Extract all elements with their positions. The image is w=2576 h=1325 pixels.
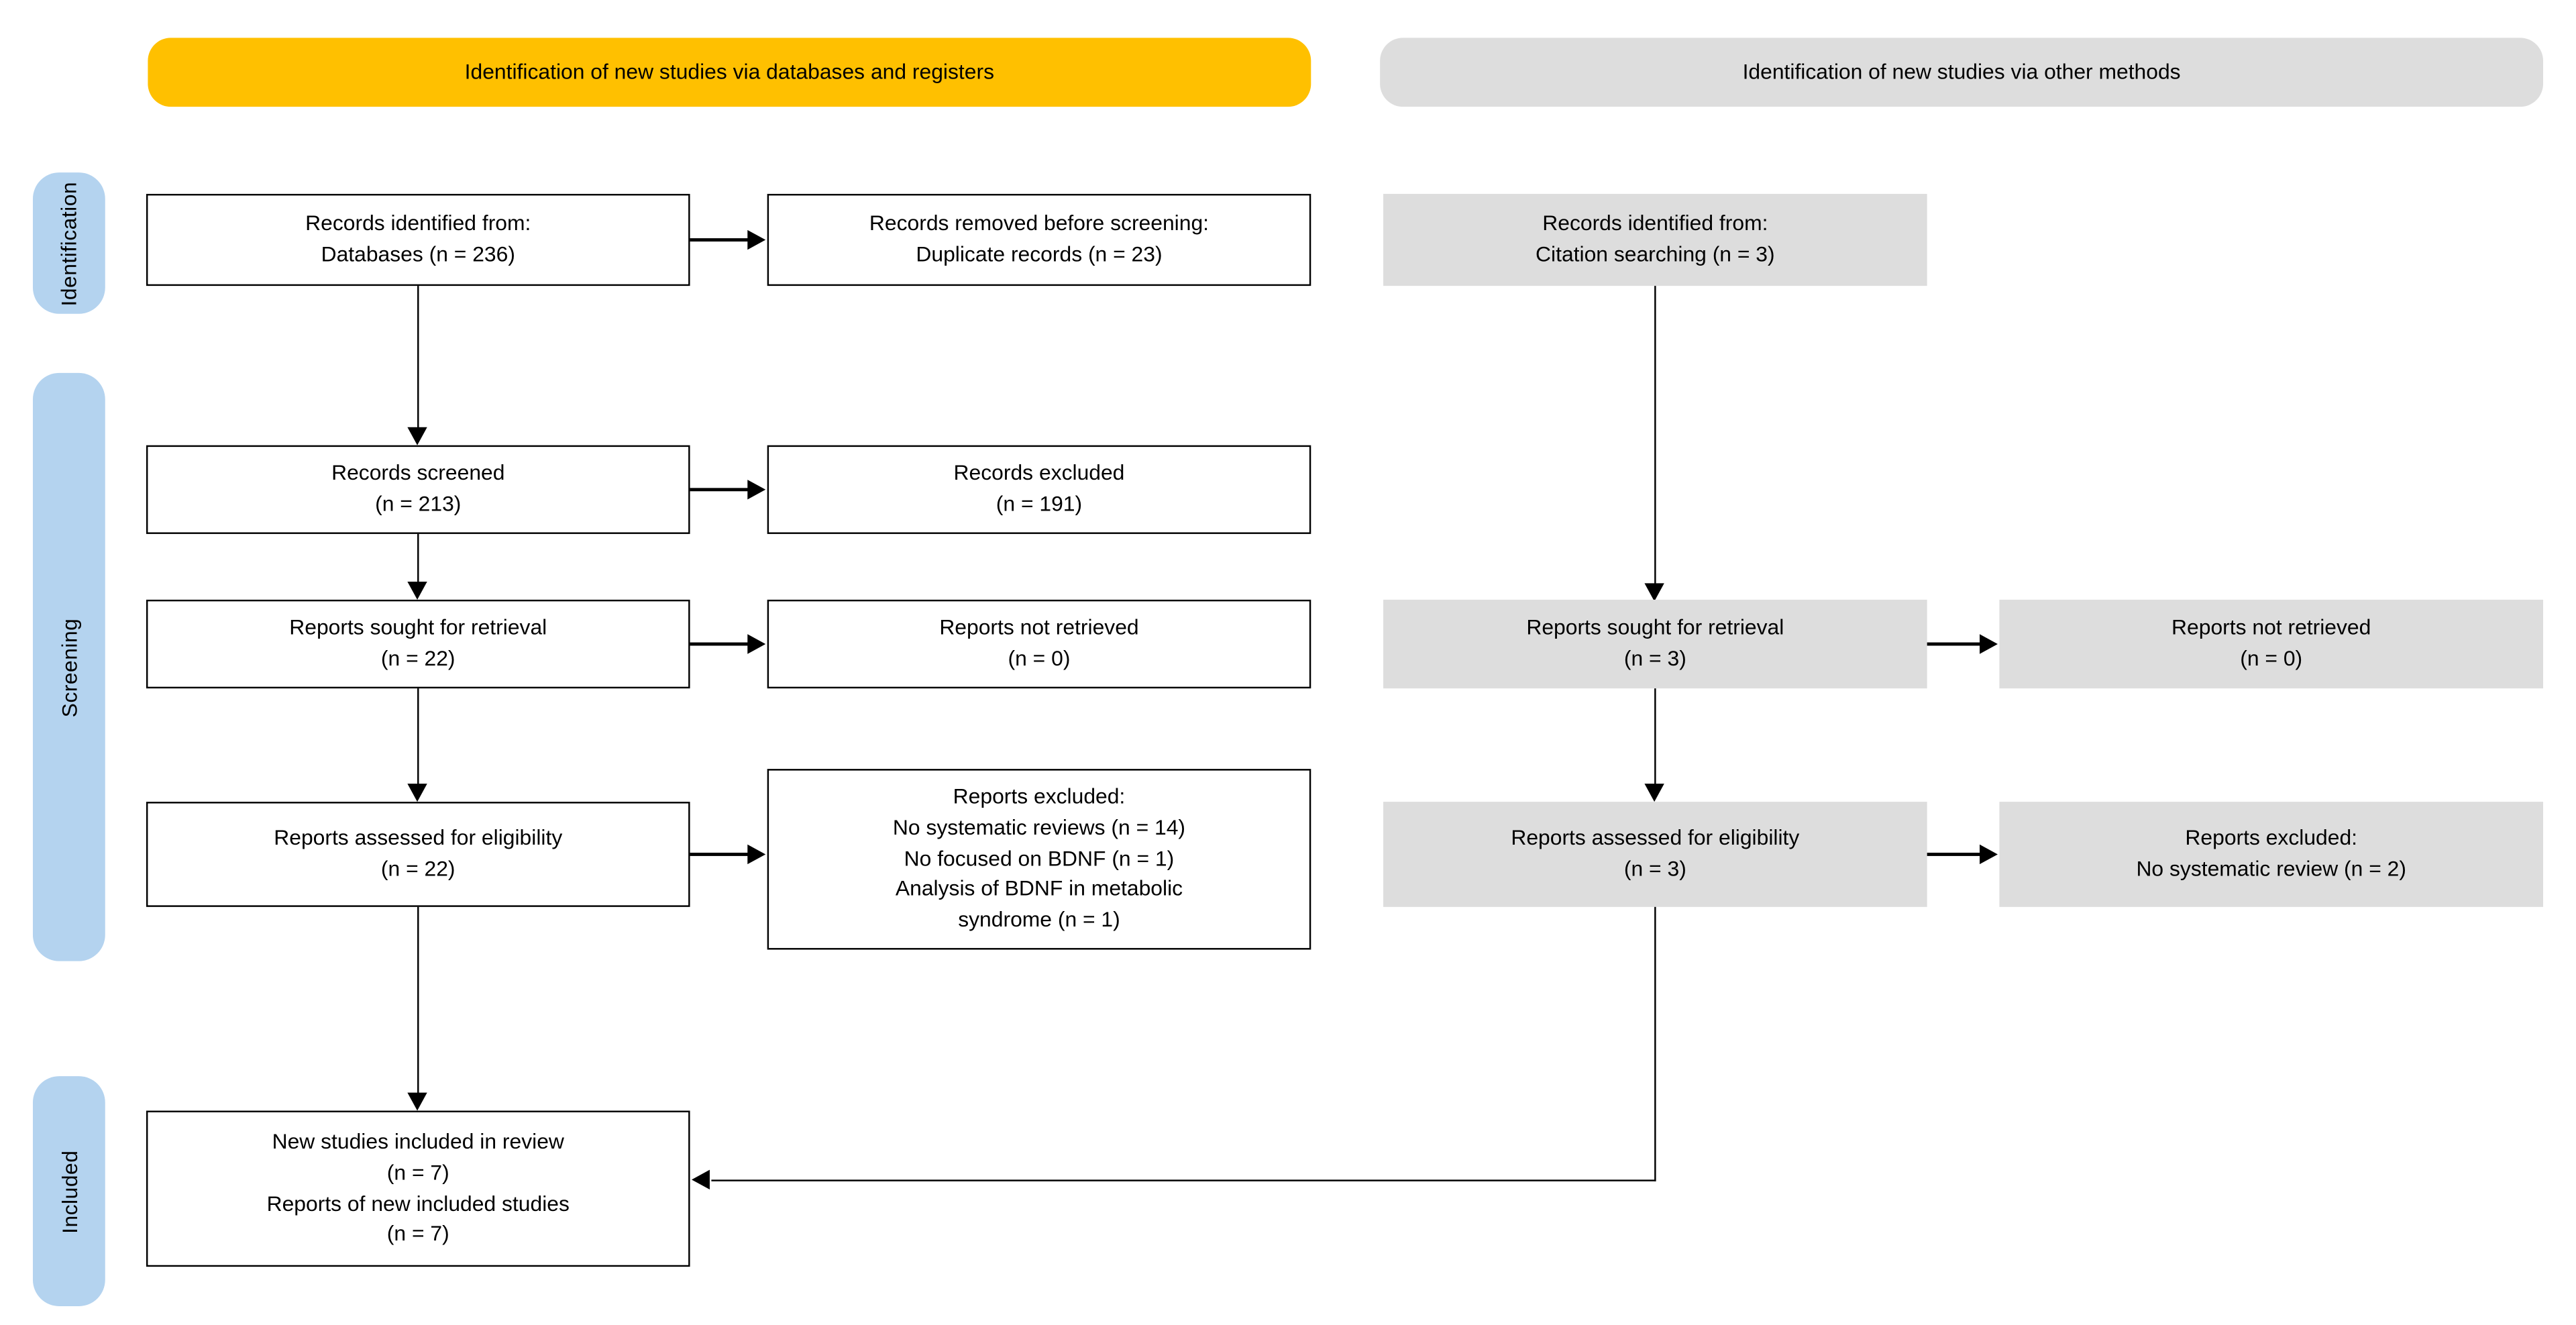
- box-records-excluded: Records excluded (n = 191): [767, 445, 1311, 534]
- connector-other-assessed-to-included-vertical: [1653, 906, 1657, 1181]
- connector-sought-to-not-retrieved-arrowhead: [747, 633, 766, 653]
- records-identified-line-2: Databases (n = 236): [321, 242, 515, 266]
- records-screened-line-2: (n = 213): [375, 491, 462, 516]
- stage-rail-screening: Screening: [32, 372, 105, 961]
- connector-identified-to-removed-arrowhead: [747, 229, 766, 250]
- connector-other-identified-to-sought-arrowhead: [1644, 583, 1664, 602]
- other-reports-excluded-line-2: No systematic review (n = 2): [2136, 855, 2406, 881]
- box-reports-not-retrieved: Reports not retrieved (n = 0): [767, 599, 1311, 689]
- records-excluded-line-1: Records excluded: [953, 460, 1125, 485]
- connector-screened-to-sought-arrowhead: [407, 581, 427, 600]
- connector-other-assessed-to-excluded-line: [1927, 853, 1982, 856]
- other-reports-sought-line-2: (n = 3): [1623, 645, 1686, 671]
- reports-excluded-line-5: syndrome (n = 1): [958, 907, 1120, 933]
- banner-databases-and-registers: Identification of new studies via databa…: [148, 38, 1311, 107]
- reports-not-retrieved-line-2: (n = 0): [1008, 645, 1071, 671]
- banner-other-methods: Identification of new studies via other …: [1380, 38, 2544, 107]
- other-records-identified-line-2: Citation searching (n = 3): [1536, 242, 1775, 266]
- new-studies-included-line-3: Reports of new included studies: [266, 1190, 570, 1216]
- connector-sought-to-assessed-line: [416, 688, 420, 788]
- other-reports-assessed-line-2: (n = 3): [1623, 855, 1686, 881]
- reports-sought-line-1: Reports sought for retrieval: [289, 615, 547, 640]
- records-removed-line-2: Duplicate records (n = 23): [916, 242, 1163, 266]
- connector-other-assessed-to-excluded-arrowhead: [1980, 843, 1998, 863]
- connector-screened-to-excluded-arrowhead: [747, 478, 766, 499]
- records-removed-line-1: Records removed before screening:: [869, 210, 1210, 235]
- reports-assessed-line-1: Reports assessed for eligibility: [274, 825, 563, 850]
- connector-other-assessed-to-included-horizontal: [711, 1179, 1656, 1182]
- box-other-reports-sought: Reports sought for retrieval (n = 3): [1383, 599, 1927, 689]
- box-other-reports-assessed: Reports assessed for eligibility (n = 3): [1383, 802, 1927, 907]
- other-reports-excluded-line-1: Reports excluded:: [2185, 825, 2358, 850]
- reports-excluded-line-4: Analysis of BDNF in metabolic: [895, 876, 1183, 902]
- new-studies-included-line-4: (n = 7): [386, 1221, 449, 1247]
- box-records-removed: Records removed before screening: Duplic…: [767, 193, 1311, 286]
- connector-identified-to-removed-line: [690, 238, 749, 242]
- connector-assessed-to-excluded-line: [690, 853, 749, 856]
- banner-other-methods-label: Identification of new studies via other …: [1742, 58, 2181, 84]
- box-reports-sought: Reports sought for retrieval (n = 22): [146, 599, 690, 689]
- reports-sought-line-2: (n = 22): [380, 645, 455, 671]
- other-reports-assessed-line-1: Reports assessed for eligibility: [1511, 825, 1800, 850]
- connector-identified-to-screened-line: [416, 286, 420, 434]
- other-reports-not-retrieved-line-2: (n = 0): [2240, 645, 2303, 671]
- connector-other-sought-to-assessed-line: [1653, 688, 1657, 788]
- connector-other-sought-to-assessed-arrowhead: [1644, 784, 1664, 802]
- connector-identified-to-screened-arrowhead: [407, 427, 427, 445]
- connector-other-sought-to-not-retrieved-arrowhead: [1980, 633, 1998, 653]
- connector-assessed-to-excluded-arrowhead: [747, 843, 766, 863]
- box-other-reports-excluded: Reports excluded: No systematic review (…: [1999, 802, 2544, 907]
- reports-not-retrieved-line-1: Reports not retrieved: [939, 615, 1139, 640]
- box-other-records-identified: Records identified from: Citation search…: [1383, 193, 1927, 286]
- connector-screened-to-sought-line: [416, 533, 420, 587]
- box-new-studies-included: New studies included in review (n = 7) R…: [146, 1110, 690, 1267]
- box-records-identified: Records identified from: Databases (n = …: [146, 193, 690, 286]
- connector-other-assessed-to-included-arrowhead: [692, 1169, 710, 1190]
- stage-rail-identification: Identification: [32, 172, 105, 314]
- new-studies-included-line-1: New studies included in review: [272, 1128, 564, 1153]
- stage-label-screening: Screening: [56, 617, 82, 717]
- stage-rail-included: Included: [32, 1076, 105, 1306]
- reports-excluded-line-1: Reports excluded:: [953, 783, 1126, 808]
- banner-databases-label: Identification of new studies via databa…: [464, 58, 995, 84]
- reports-excluded-line-2: No systematic reviews (n = 14): [892, 814, 1186, 839]
- connector-other-identified-to-sought-line: [1653, 286, 1657, 590]
- records-screened-line-1: Records screened: [331, 460, 505, 485]
- stage-label-included: Included: [56, 1149, 82, 1233]
- other-reports-not-retrieved-line-1: Reports not retrieved: [2171, 615, 2371, 640]
- box-reports-excluded: Reports excluded: No systematic reviews …: [767, 769, 1311, 950]
- connector-assessed-to-included-line: [416, 906, 420, 1098]
- connector-other-sought-to-not-retrieved-line: [1927, 642, 1982, 645]
- stage-label-identification: Identification: [56, 180, 82, 306]
- box-reports-assessed: Reports assessed for eligibility (n = 22…: [146, 802, 690, 907]
- connector-sought-to-assessed-arrowhead: [407, 784, 427, 802]
- records-identified-line-1: Records identified from:: [305, 210, 531, 235]
- connector-assessed-to-included-arrowhead: [407, 1092, 427, 1111]
- connector-sought-to-not-retrieved-line: [690, 642, 749, 645]
- box-other-reports-not-retrieved: Reports not retrieved (n = 0): [1999, 599, 2544, 689]
- other-reports-sought-line-1: Reports sought for retrieval: [1526, 615, 1784, 640]
- connector-screened-to-excluded-line: [690, 488, 749, 491]
- reports-excluded-line-3: No focused on BDNF (n = 1): [904, 845, 1175, 870]
- new-studies-included-line-2: (n = 7): [386, 1159, 449, 1184]
- records-excluded-line-2: (n = 191): [996, 491, 1083, 516]
- other-records-identified-line-1: Records identified from:: [1542, 210, 1768, 235]
- reports-assessed-line-2: (n = 22): [380, 855, 455, 881]
- box-records-screened: Records screened (n = 213): [146, 445, 690, 534]
